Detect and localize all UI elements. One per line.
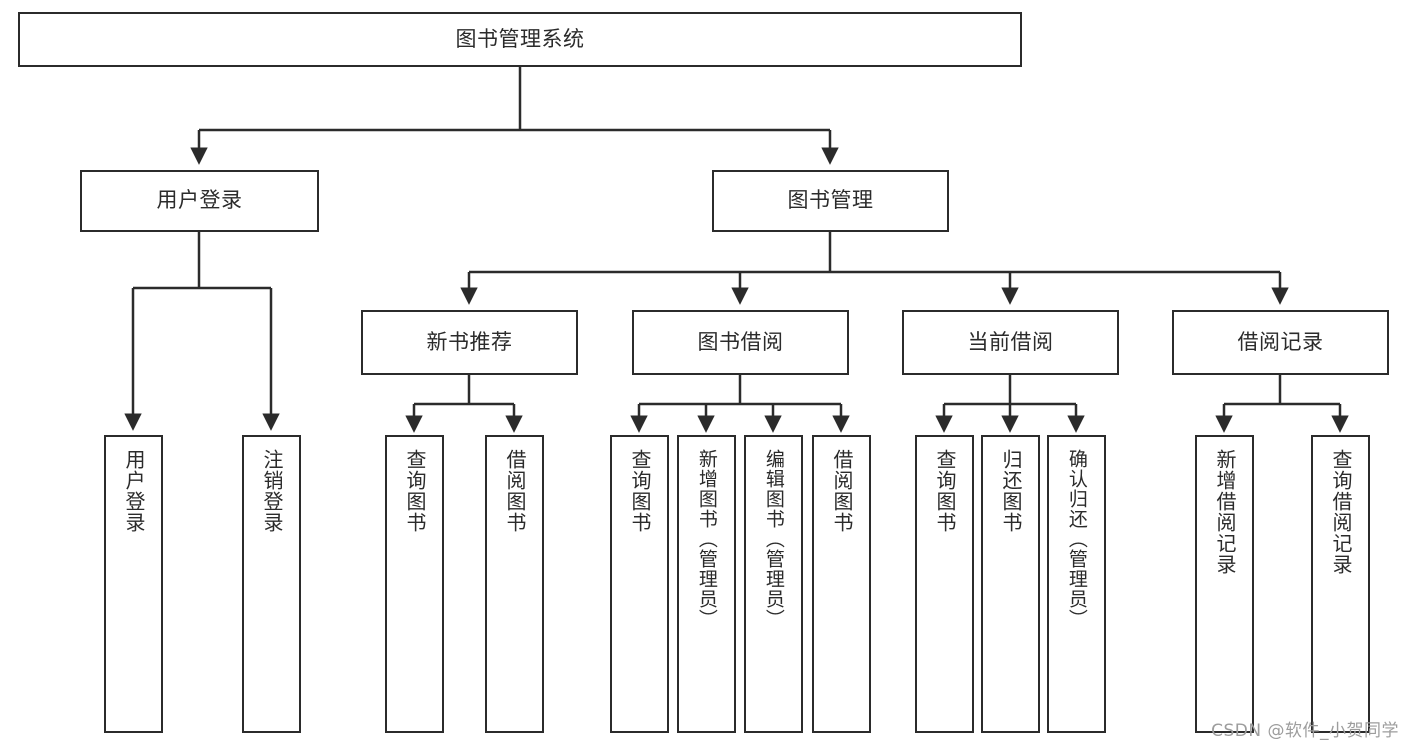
leaf-query-record-label: 查询借阅记录 — [1329, 449, 1353, 575]
leaf-add-record[interactable]: 新增借阅记录 — [1195, 435, 1254, 733]
node-root-label: 图书管理系统 — [455, 26, 585, 51]
node-user-login-label: 用户登录 — [156, 188, 243, 213]
node-book-borrow-label: 图书借阅 — [697, 329, 784, 354]
leaf-add-book[interactable]: 新增图书（管理员） — [677, 435, 736, 733]
leaf-edit-book-label: 编辑图书（管理员） — [762, 449, 785, 629]
leaf-query-record[interactable]: 查询借阅记录 — [1311, 435, 1370, 733]
leaf-borrow-book-1-label: 借阅图书 — [503, 449, 527, 533]
node-user-login[interactable]: 用户登录 — [80, 170, 319, 232]
node-current-borrow[interactable]: 当前借阅 — [902, 310, 1119, 375]
leaf-query-book-3-label: 查询图书 — [933, 449, 957, 533]
node-borrow-record[interactable]: 借阅记录 — [1172, 310, 1389, 375]
node-current-borrow-label: 当前借阅 — [967, 329, 1054, 354]
leaf-borrow-book-1[interactable]: 借阅图书 — [485, 435, 544, 733]
node-new-book-rec-label: 新书推荐 — [426, 329, 513, 354]
leaf-add-book-label: 新增图书（管理员） — [695, 449, 718, 629]
node-borrow-record-label: 借阅记录 — [1237, 329, 1324, 354]
node-book-manage[interactable]: 图书管理 — [712, 170, 949, 232]
leaf-borrow-book-2-label: 借阅图书 — [830, 449, 854, 533]
leaf-add-record-label: 新增借阅记录 — [1213, 449, 1237, 575]
node-book-manage-label: 图书管理 — [787, 188, 874, 213]
leaf-return-book[interactable]: 归还图书 — [981, 435, 1040, 733]
leaf-query-book-2-label: 查询图书 — [628, 449, 652, 533]
node-root[interactable]: 图书管理系统 — [18, 12, 1022, 67]
leaf-query-book-1[interactable]: 查询图书 — [385, 435, 444, 733]
leaf-return-book-label: 归还图书 — [999, 449, 1023, 533]
csdn-watermark: CSDN @软件_小贺同学 — [1211, 721, 1399, 741]
leaf-user-logout-label: 注销登录 — [260, 449, 284, 533]
leaf-user-logout[interactable]: 注销登录 — [242, 435, 301, 733]
leaf-user-login-label: 用户登录 — [122, 449, 146, 533]
leaf-query-book-2[interactable]: 查询图书 — [610, 435, 669, 733]
leaf-user-login[interactable]: 用户登录 — [104, 435, 163, 733]
leaf-confirm-return-label: 确认归还（管理员） — [1065, 449, 1088, 629]
leaf-confirm-return[interactable]: 确认归还（管理员） — [1047, 435, 1106, 733]
node-new-book-rec[interactable]: 新书推荐 — [361, 310, 578, 375]
leaf-edit-book[interactable]: 编辑图书（管理员） — [744, 435, 803, 733]
leaf-borrow-book-2[interactable]: 借阅图书 — [812, 435, 871, 733]
leaf-query-book-3[interactable]: 查询图书 — [915, 435, 974, 733]
leaf-query-book-1-label: 查询图书 — [403, 449, 427, 533]
node-book-borrow[interactable]: 图书借阅 — [632, 310, 849, 375]
